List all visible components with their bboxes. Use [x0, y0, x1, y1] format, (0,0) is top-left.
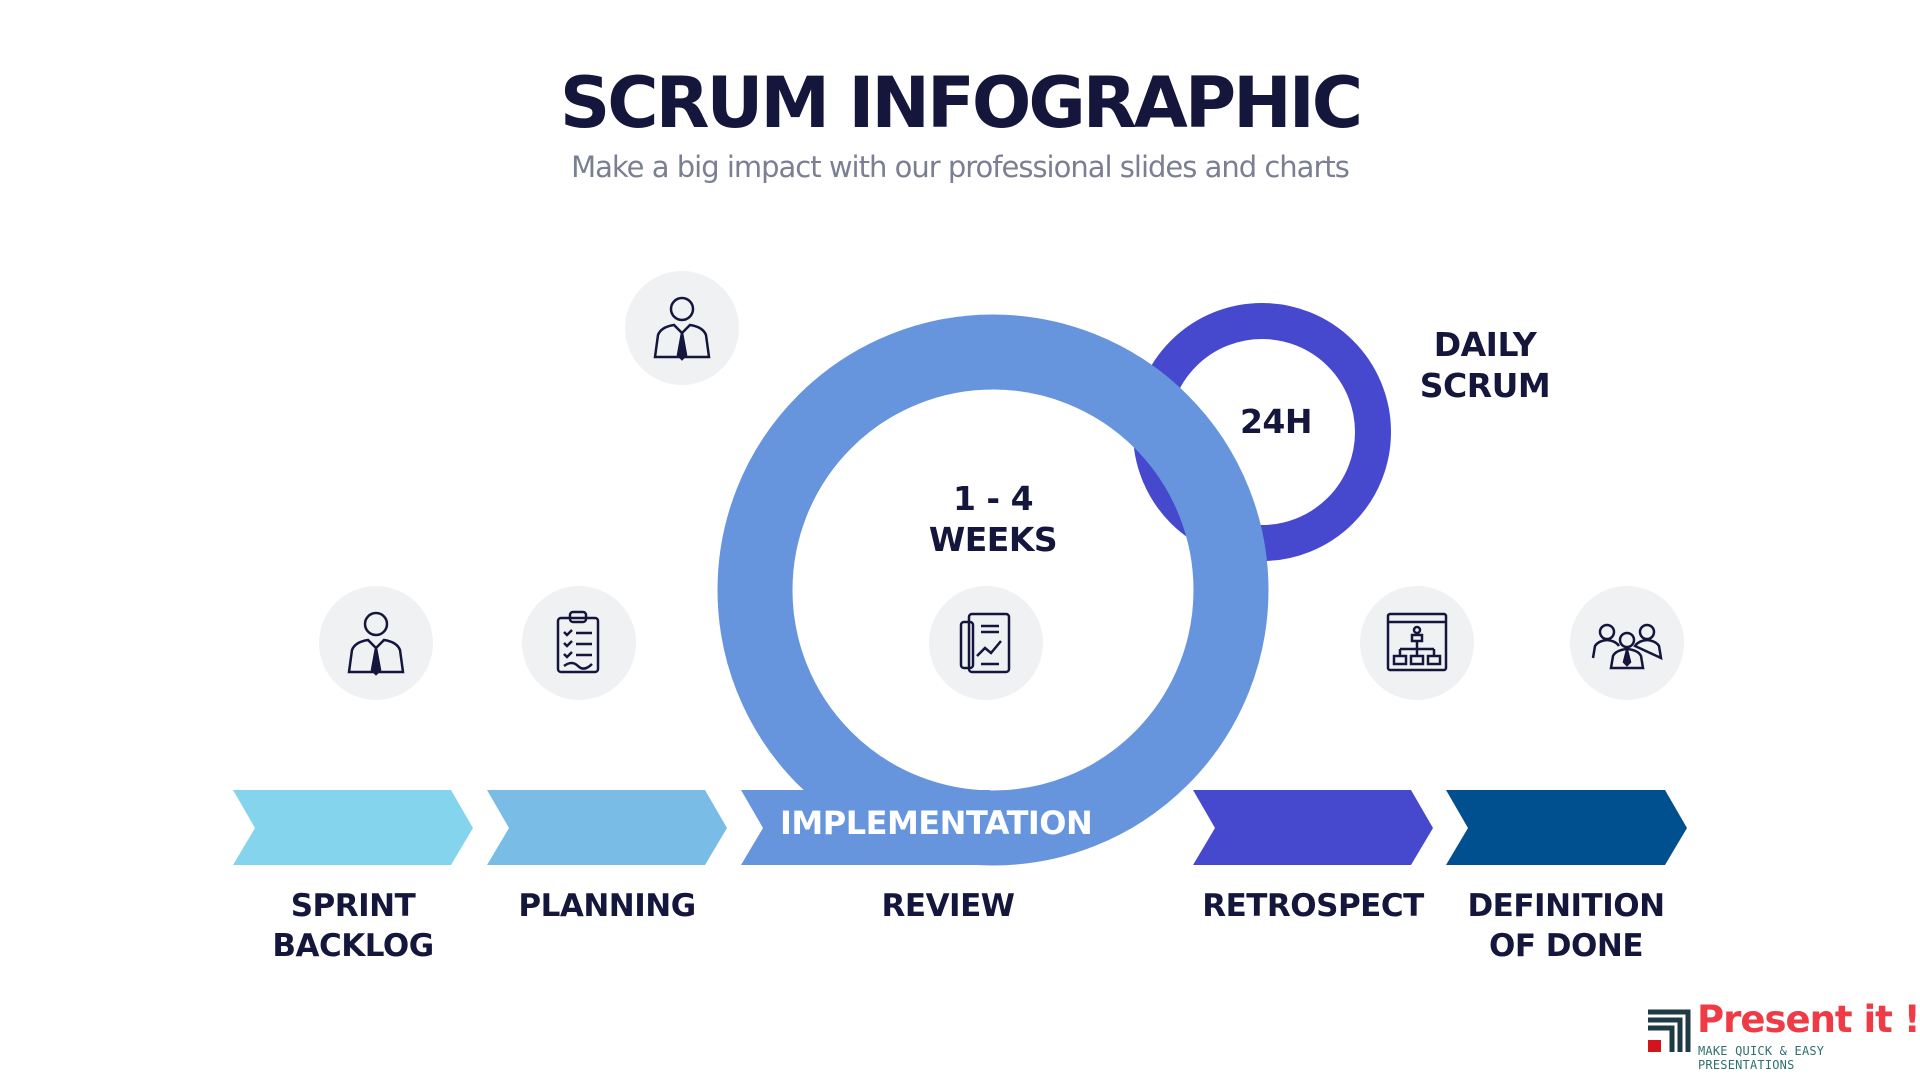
implementation-banner-label: IMPLEMENTATION	[780, 804, 1093, 842]
step-label-line2: BACKLOG	[272, 928, 434, 964]
logo-tagline: MAKE QUICK & EASY PRESENTATIONS	[1698, 1044, 1825, 1072]
step-label-planning: PLANNING	[477, 886, 737, 926]
step-label-line1: PLANNING	[518, 888, 696, 924]
chevron-planning	[487, 790, 727, 865]
businessman-icon	[319, 586, 433, 700]
sprint-duration: 1 - 4 WEEKS	[893, 478, 1093, 560]
daily-duration: 24H	[1239, 402, 1313, 441]
step-label-retrospect: RETROSPECT	[1183, 886, 1443, 926]
step-label-definition-of-done: DEFINITION OF DONE	[1436, 886, 1696, 966]
logo-mark-icon	[1648, 1009, 1691, 1052]
step-label-line1: RETROSPECT	[1202, 888, 1424, 924]
page-title: SCRUM INFOGRAPHIC	[559, 62, 1363, 144]
sprint-duration-range: 1 - 4	[952, 479, 1034, 518]
businessman-icon	[625, 271, 739, 385]
report-chart-icon	[929, 586, 1043, 700]
step-label-line1: SPRINT	[290, 888, 416, 924]
step-label-sprint-backlog: SPRINT BACKLOG	[223, 886, 483, 966]
logo-name: Present it !	[1697, 998, 1920, 1041]
step-label-review: REVIEW	[818, 886, 1078, 926]
org-chart-icon	[1360, 586, 1474, 700]
step-label-line1: DEFINITION	[1467, 888, 1665, 924]
page-subtitle: Make a big impact with our professional …	[571, 150, 1350, 184]
clipboard-checklist-icon	[522, 586, 636, 700]
step-label-line1: REVIEW	[881, 888, 1015, 924]
step-label-line2: OF DONE	[1488, 928, 1644, 964]
team-icon	[1570, 586, 1684, 700]
sprint-duration-unit: WEEKS	[928, 520, 1058, 559]
chevron-retrospect	[1193, 790, 1433, 865]
chevron-sprint-backlog	[233, 790, 473, 865]
daily-scrum-label-line2: SCRUM	[1419, 366, 1551, 405]
daily-scrum-label: DAILY SCRUM	[1385, 324, 1585, 406]
daily-scrum-label-line1: DAILY	[1433, 325, 1537, 364]
chevron-definition-of-done	[1446, 790, 1687, 865]
sprint-ring	[717, 314, 1269, 866]
